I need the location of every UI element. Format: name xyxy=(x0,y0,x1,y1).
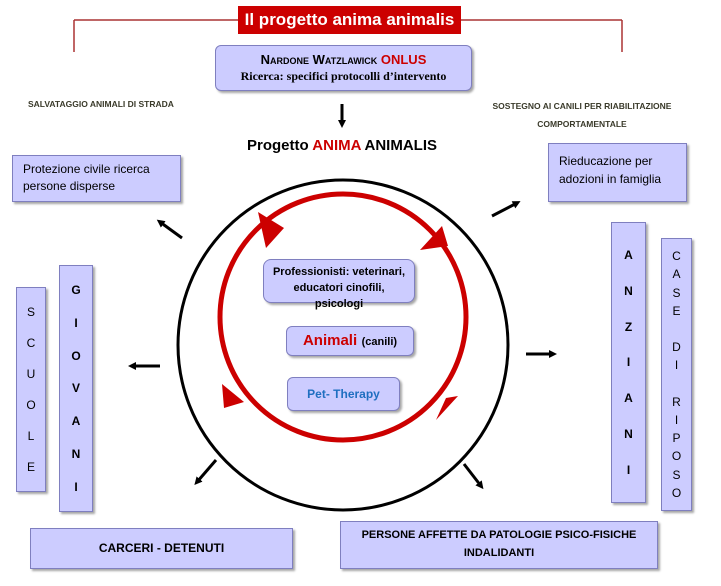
persone-text: PERSONE AFFETTE DA PATOLOGIE PSICO-FISIC… xyxy=(361,529,637,559)
left-caption: SALVATAGGIO ANIMALI DI STRADA xyxy=(28,99,174,109)
org-box: Nardone Watzlawick ONLUS Ricerca: specif… xyxy=(215,45,472,91)
vertical-letter: U xyxy=(26,366,36,381)
org-subtitle: Ricerca: specifici protocolli d’interven… xyxy=(240,69,447,83)
rieducazione-text: Rieducazione per adozioni in famiglia xyxy=(559,154,662,186)
vertical-letter: R xyxy=(672,394,681,409)
animals-note: (canili) xyxy=(361,336,398,348)
professionals-box: Professionisti: veterinari, educatori ci… xyxy=(263,259,415,310)
vertical-letter: I xyxy=(674,412,679,427)
vertical-letter: N xyxy=(71,446,81,461)
vertical-letter xyxy=(675,323,678,335)
rieducazione-box: Rieducazione per adozioni in famiglia xyxy=(548,143,687,202)
vertical-letter xyxy=(675,378,678,390)
pet-therapy-box: Pet- Therapy xyxy=(287,377,400,411)
org-name: Nardone Watzlawick xyxy=(260,52,378,67)
giovani-box: G I O V A N I xyxy=(59,265,93,512)
org-onlus: ONLUS xyxy=(380,52,427,67)
anziani-box: A N Z I A N I xyxy=(611,222,646,503)
vertical-letter: O xyxy=(26,398,36,413)
vertical-letter: S xyxy=(672,285,681,300)
vertical-letter: P xyxy=(672,431,681,446)
vertical-letter: D xyxy=(672,340,681,355)
vertical-letter: O xyxy=(671,449,682,464)
vertical-letter: I xyxy=(74,316,78,331)
vertical-letter: E xyxy=(26,460,35,475)
scuole-box: S C U O L E xyxy=(16,287,46,492)
title-text: Il progetto anima animalis xyxy=(244,10,455,29)
black-arrows xyxy=(128,104,557,490)
project-suffix: ANIMALIS xyxy=(364,137,438,154)
vertical-letter: A xyxy=(624,391,633,406)
vertical-letter: I xyxy=(626,355,631,370)
project-prefix: Progetto xyxy=(246,137,309,154)
vertical-letter: A xyxy=(624,247,633,262)
vertical-letter: C xyxy=(672,249,681,264)
right-caption: SOSTEGNO AI CANILI PER RIABILITAZIONE CO… xyxy=(492,101,672,129)
vertical-letter: S xyxy=(672,467,681,482)
vertical-letter: Z xyxy=(624,319,633,334)
vertical-letter: I xyxy=(674,358,679,373)
vertical-letter: S xyxy=(26,304,35,319)
vertical-letter: C xyxy=(26,335,36,350)
vertical-letter: A xyxy=(71,414,81,429)
professionals-text: Professionisti: veterinari, educatori ci… xyxy=(272,266,406,310)
protezione-box: Protezione civile ricerca persone disper… xyxy=(12,155,181,202)
red-arrowheads xyxy=(222,212,458,420)
inner-red-circle xyxy=(217,191,469,443)
top-bracket xyxy=(73,19,623,52)
vertical-letter: A xyxy=(672,267,681,282)
outer-circle xyxy=(176,178,510,512)
vertical-letter: I xyxy=(626,462,631,477)
vertical-letter: I xyxy=(74,479,78,494)
animals-box: Animali (canili) xyxy=(286,326,414,356)
vertical-letter: N xyxy=(624,283,633,298)
carceri-box: CARCERI - DETENUTI xyxy=(30,528,293,569)
protezione-text: Protezione civile ricerca persone disper… xyxy=(23,162,150,193)
persone-box: PERSONE AFFETTE DA PATOLOGIE PSICO-FISIC… xyxy=(340,521,658,569)
project-title: Progetto ANIMA ANIMALIS xyxy=(222,137,462,154)
vertical-letter: N xyxy=(624,427,633,442)
pet-therapy-text: Pet- Therapy xyxy=(307,387,380,401)
vertical-letter: O xyxy=(671,485,682,500)
title-box: Il progetto anima animalis xyxy=(238,6,461,34)
project-highlight: ANIMA xyxy=(312,137,361,154)
vertical-letter: L xyxy=(27,429,35,444)
vertical-letter: E xyxy=(672,303,681,318)
animals-text: Animali xyxy=(302,332,358,349)
carceri-text: CARCERI - DETENUTI xyxy=(98,541,225,555)
vertical-letter: G xyxy=(71,283,81,298)
vertical-letter: V xyxy=(71,381,80,396)
vertical-letter: O xyxy=(71,348,81,363)
